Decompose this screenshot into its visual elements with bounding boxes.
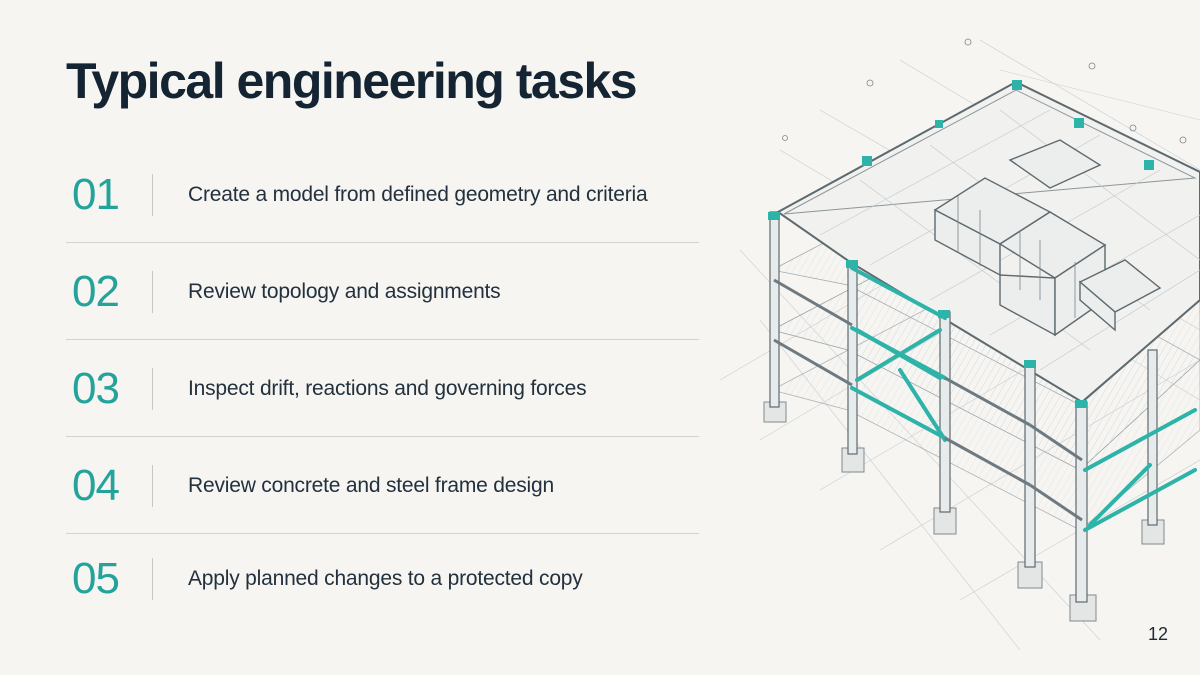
highlighted-beams	[850, 266, 1197, 532]
floor-beams	[773, 278, 1083, 522]
task-item: 04 Review concrete and steel frame desig…	[66, 437, 699, 534]
task-item: 05 Apply planned changes to a protected …	[66, 534, 699, 624]
task-text: Create a model from defined geometry and…	[188, 182, 648, 206]
task-divider	[66, 242, 699, 243]
task-separator	[152, 270, 153, 313]
task-text: Apply planned changes to a protected cop…	[188, 567, 583, 590]
task-text: Inspect drift, reactions and governing f…	[188, 376, 587, 400]
task-number: 01	[72, 169, 120, 219]
task-divider	[66, 339, 699, 340]
task-item: 02 Review topology and assignments	[66, 243, 699, 340]
task-separator	[152, 367, 153, 410]
task-number: 03	[72, 363, 120, 413]
connectors	[768, 80, 1154, 408]
grid-bubbles	[782, 38, 1187, 144]
task-list: 01 Create a model from defined geometry …	[66, 146, 699, 624]
task-divider	[66, 533, 699, 534]
task-item: 03 Inspect drift, reactions and governin…	[66, 340, 699, 437]
task-separator	[152, 558, 153, 600]
task-separator	[152, 464, 153, 507]
page-number: 12	[1147, 624, 1168, 644]
task-text: Review concrete and steel frame design	[188, 473, 554, 497]
task-text: Review topology and assignments	[188, 279, 501, 303]
task-separator	[152, 173, 153, 216]
core-walls	[933, 139, 1162, 337]
slide-title: Typical engineering tasks	[66, 53, 638, 109]
task-number: 05	[72, 554, 120, 603]
task-item: 01 Create a model from defined geometry …	[66, 146, 699, 243]
building-frame-illustration	[719, 38, 1200, 650]
task-divider	[66, 436, 699, 437]
task-number: 04	[72, 460, 120, 510]
task-number: 02	[72, 266, 120, 316]
